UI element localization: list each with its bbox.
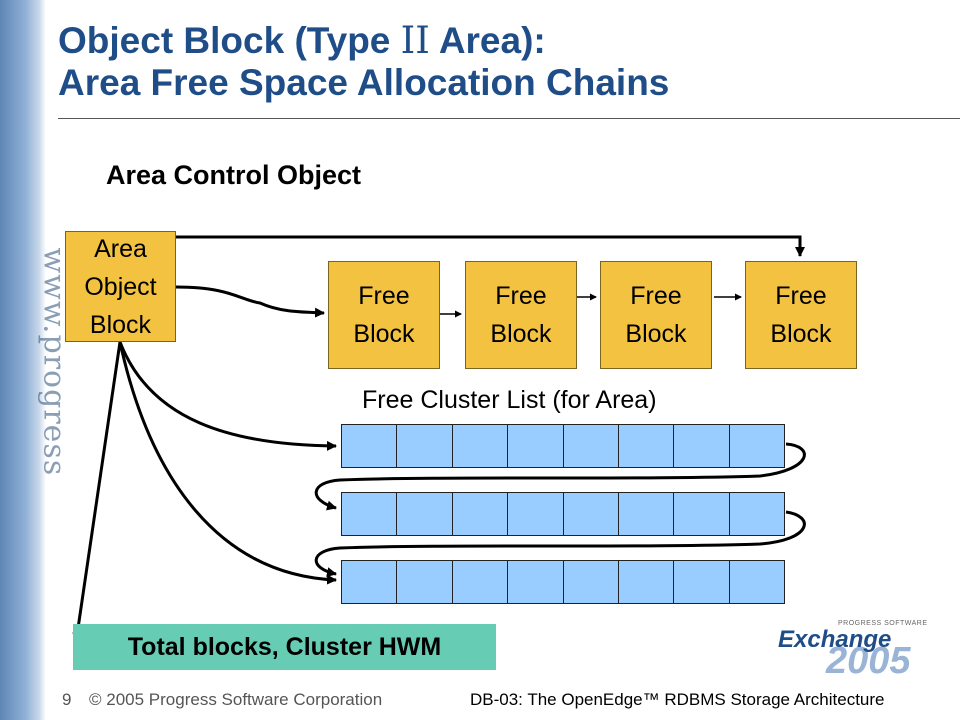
cluster-cell [453, 561, 509, 603]
left-decorative-band: www.progress [0, 0, 72, 720]
logo-small-text: PROGRESS SOFTWARE [838, 620, 928, 627]
exchange-2005-logo: PROGRESS SOFTWARE 2005 Exchange [778, 620, 928, 682]
cluster-cell [397, 493, 453, 535]
title-line2: Area Free Space Allocation Chains [58, 62, 670, 103]
free-block-1-line2: Block [353, 320, 415, 348]
logo-word: Exchange [778, 626, 892, 653]
arrow-to-cluster-row-3 [118, 341, 337, 585]
cluster-cell [564, 561, 619, 603]
free-block-3-line1: Free [630, 282, 682, 310]
cluster-cell [619, 493, 675, 535]
area-block-line2: Object [84, 272, 157, 301]
arrow-to-first-free-block [175, 285, 325, 318]
total-blocks-hwm-box: Total blocks, Cluster HWM [73, 624, 496, 670]
cluster-cell [730, 561, 784, 603]
cluster-cell [508, 425, 564, 467]
arrow-to-cluster-row-1 [118, 341, 337, 451]
logo-year: 2005 [826, 640, 911, 682]
cluster-cell [564, 493, 619, 535]
arrow-to-hwm-box [72, 341, 122, 643]
cluster-cell [508, 561, 564, 603]
slide-title: Object Block (Type II Area): Area Free S… [58, 20, 669, 104]
cluster-cell [342, 561, 398, 603]
cluster-cell [397, 425, 453, 467]
area-object-block: Area Object Block [65, 231, 176, 342]
arrow-to-last-free-block [176, 235, 805, 257]
wrap-row-1-to-2 [314, 442, 806, 511]
cluster-cell [453, 493, 509, 535]
cluster-cell [342, 493, 398, 535]
free-block-4-line1: Free [775, 282, 827, 310]
title-roman-numeral: II [400, 19, 430, 62]
cluster-cell [397, 561, 453, 603]
cluster-cell [564, 425, 619, 467]
free-block-2-line1: Free [495, 282, 547, 310]
footer-course-title: DB-03: The OpenEdge™ RDBMS Storage Archi… [470, 690, 885, 709]
cluster-cell [674, 425, 730, 467]
free-block-1-line1: Free [358, 282, 410, 310]
subheading: Area Control Object [106, 160, 362, 190]
area-block-line1: Area [94, 234, 147, 263]
cluster-cell [619, 425, 675, 467]
title-divider [58, 118, 960, 119]
free-block-3-line2: Block [625, 320, 687, 348]
cluster-cell [508, 493, 564, 535]
cluster-row-3 [341, 560, 785, 604]
wrap-row-2-to-3 [314, 510, 806, 577]
title-line1-post: Area): [429, 20, 546, 61]
free-cluster-list-label: Free Cluster List (for Area) [362, 386, 657, 414]
page-number: 9 [62, 690, 72, 709]
free-block-2-line2: Block [490, 320, 552, 348]
cluster-cell [342, 425, 398, 467]
cluster-cell [674, 561, 730, 603]
cluster-row-1 [341, 424, 785, 468]
area-block-line3: Block [89, 310, 152, 339]
free-block-4-line2: Block [770, 320, 832, 348]
cluster-row-2 [341, 492, 785, 536]
cluster-cell [453, 425, 509, 467]
cluster-cell [730, 425, 784, 467]
footer-copyright: © 2005 Progress Software Corporation [89, 690, 383, 709]
cluster-cell [674, 493, 730, 535]
title-line1-pre: Object Block (Type [58, 20, 401, 61]
cluster-cell [619, 561, 675, 603]
cluster-cell [730, 493, 784, 535]
